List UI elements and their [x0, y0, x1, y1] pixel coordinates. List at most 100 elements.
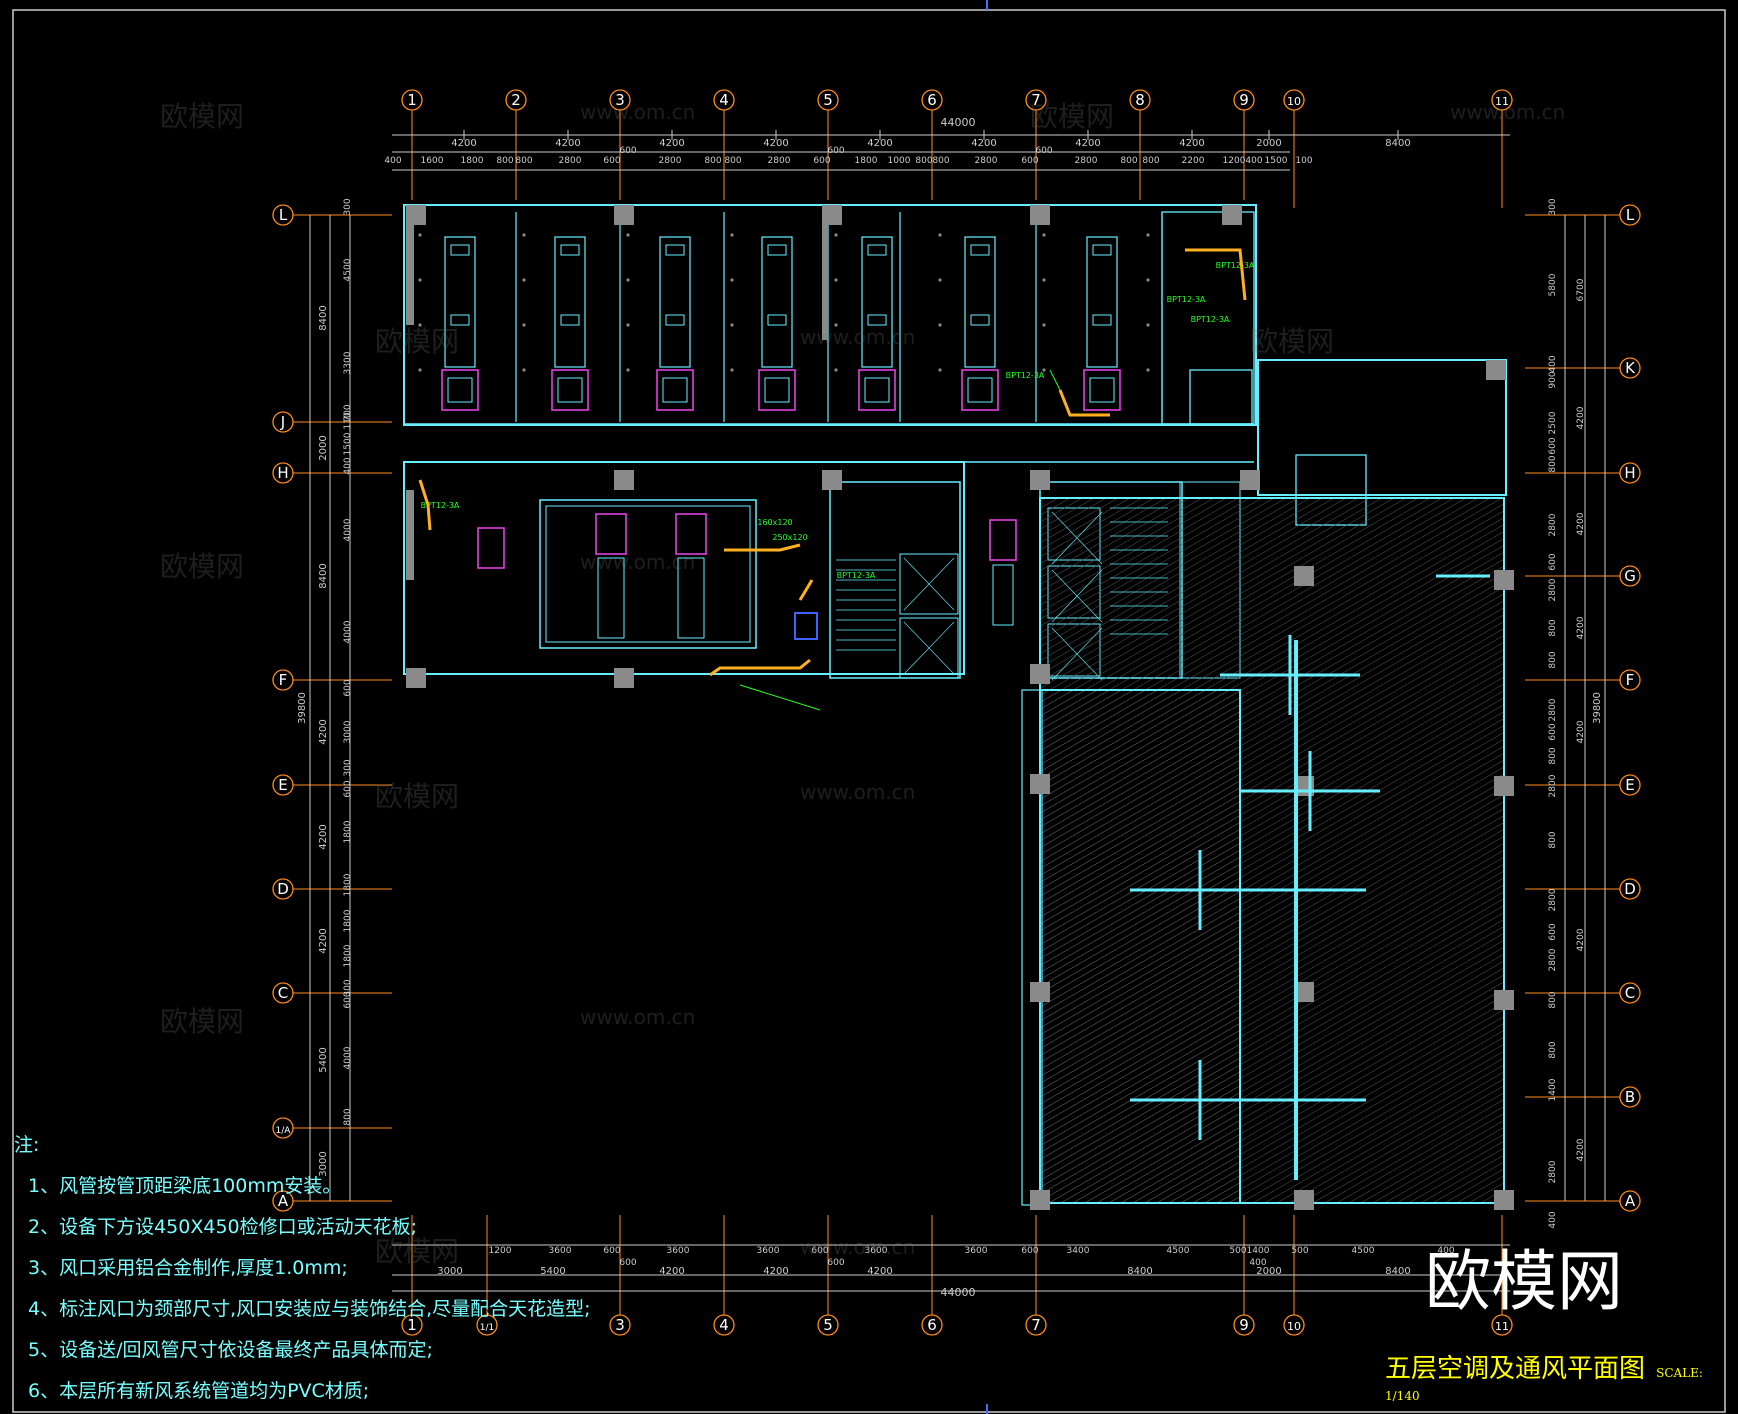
dim-right-inner: 2800 — [1548, 774, 1558, 797]
axis-bubble-label: 9 — [1239, 1316, 1249, 1334]
dim-right-inner: 600 — [1548, 923, 1558, 940]
axis-top-9: 9 — [1233, 89, 1255, 111]
structural-column — [1494, 990, 1514, 1010]
structural-column — [1030, 664, 1050, 684]
equipment-label: BPT12-3A — [1216, 261, 1255, 270]
ceiling-diffuser — [1042, 368, 1046, 372]
dim-top-row2: 800 — [496, 156, 513, 166]
dim-total-right: 39800 — [1592, 692, 1603, 724]
dim-bottom-row1: 4500 — [1352, 1246, 1375, 1256]
fcu-unit — [477, 527, 505, 569]
fcu-unit-inner — [967, 377, 993, 403]
dim-top-row2: 2800 — [1075, 156, 1098, 166]
axis-bubble-label: L — [1626, 206, 1635, 224]
dim-top-row2: 400 — [1245, 156, 1262, 166]
dim-right-inner: 5800 — [1548, 273, 1558, 296]
dim-top-row1: 4200 — [971, 138, 996, 149]
watermark-brand: 欧模网 — [375, 1235, 460, 1268]
watermark-brand: 欧模网 — [160, 100, 245, 133]
watermark-brand: 欧模网 — [160, 550, 245, 583]
axis-bubble-label: 7 — [1031, 1316, 1041, 1334]
axis-bubble-label: 8 — [1135, 91, 1145, 109]
dim-right-outer: 4200 — [1576, 928, 1586, 951]
dim-right-outer: 4200 — [1576, 406, 1586, 429]
dim-bottom-row2: 4200 — [867, 1266, 892, 1277]
structural-column — [1222, 205, 1242, 225]
structural-column — [406, 205, 426, 225]
fcu-outlet — [767, 244, 787, 256]
axis-right-H: H — [1619, 462, 1641, 484]
design-notes: 注: 1、风管按管顶距梁底100mm安装。 2、设备下方设450X450检修口或… — [14, 1125, 591, 1412]
dim-top-row1: 4200 — [1075, 138, 1100, 149]
dim-left-inner: 1800 — [343, 909, 353, 932]
dim-top-row2: 2200 — [1182, 156, 1205, 166]
dim-right-inner: 2800 — [1548, 1160, 1558, 1183]
dim-top-row2: 800 — [1120, 156, 1137, 166]
axis-top-2: 2 — [505, 89, 527, 111]
ceiling-diffuser — [938, 323, 942, 327]
fcu-outlet — [560, 244, 580, 256]
axis-bubble-label: 7 — [1031, 91, 1041, 109]
axis-right-A: A — [1619, 1190, 1641, 1212]
dim-left-inner: 600 — [343, 780, 353, 797]
fcu-duct — [861, 236, 893, 368]
fcu-outlet — [450, 314, 470, 326]
dim-top-row1: 4200 — [763, 138, 788, 149]
watermark-url: www.om.cn — [800, 325, 916, 349]
elevator-cross — [1051, 627, 1103, 681]
structural-column — [1294, 982, 1314, 1002]
dim-bottom-row1: 500 — [1291, 1246, 1308, 1256]
dim-bottom-row1: 600 — [1021, 1246, 1038, 1256]
fcu-duct — [992, 564, 1014, 626]
fcu-outlet — [970, 244, 990, 256]
dim-total-bottom: 44000 — [941, 1286, 976, 1299]
axis-bubble-label: 1 — [407, 1316, 417, 1334]
axis-right-C: C — [1619, 982, 1641, 1004]
fresh-air-unit — [794, 612, 818, 640]
axis-bubble-label: L — [279, 206, 288, 224]
watermark-url: www.om.cn — [800, 1235, 916, 1259]
fcu-unit-inner — [764, 377, 790, 403]
axis-bubble-label: 6 — [927, 1316, 937, 1334]
dim-right-inner: 2800 — [1548, 578, 1558, 601]
watermark-brand: 欧模网 — [160, 1005, 245, 1038]
dim-bottom-mid: 600 — [619, 1258, 636, 1268]
dim-bottom-mid: 400 — [1249, 1258, 1266, 1268]
dim-right-outer: 6700 — [1576, 278, 1586, 301]
ceiling-diffuser — [1042, 323, 1046, 327]
axis-left-F: F — [272, 669, 294, 691]
structural-column — [822, 470, 842, 490]
axis-bottom-10: 10 — [1283, 1314, 1305, 1336]
axis-bubble-label: D — [1624, 880, 1636, 898]
fcu-duct — [964, 236, 996, 368]
dim-left-inner: 300 — [343, 979, 353, 996]
dim-top-row1: 4200 — [1179, 138, 1204, 149]
axis-bottom-3: 3 — [609, 1314, 631, 1336]
fcu-unit-inner — [864, 377, 890, 403]
fcu-unit-inner — [662, 377, 688, 403]
dim-bottom-row1: 1200 — [489, 1246, 512, 1256]
dim-bottom-row2: 4200 — [763, 1266, 788, 1277]
fcu-unit-inner — [447, 377, 473, 403]
dim-top-row2: 800 — [1142, 156, 1159, 166]
ceiling-diffuser — [1042, 278, 1046, 282]
axis-bubble-label: E — [278, 776, 287, 794]
ceiling-diffuser — [730, 368, 734, 372]
fcu-outlet — [1092, 314, 1112, 326]
axis-bubble-label: 3 — [615, 1316, 625, 1334]
watermark-url: www.om.cn — [1450, 100, 1566, 124]
dim-top-mid: 600 — [619, 146, 636, 156]
axis-bubble-label: 11 — [1495, 1320, 1509, 1333]
structural-column — [1030, 1190, 1050, 1210]
dim-bottom-row1: 1400 — [1247, 1246, 1270, 1256]
dim-left-inner: 300 — [343, 198, 353, 215]
axis-bubble-label: H — [1624, 464, 1635, 482]
ceiling-diffuser — [626, 233, 630, 237]
dim-top-row1: 8400 — [1385, 138, 1410, 149]
dim-right-inner: 900 — [1548, 371, 1558, 388]
fcu-duct — [659, 236, 691, 368]
ceiling-diffuser — [730, 278, 734, 282]
watermark-brand: 欧模网 — [1250, 325, 1335, 358]
note-item: 2、设备下方设450X450检修口或活动天花板; — [28, 1216, 418, 1238]
structural-column — [1494, 1190, 1514, 1210]
